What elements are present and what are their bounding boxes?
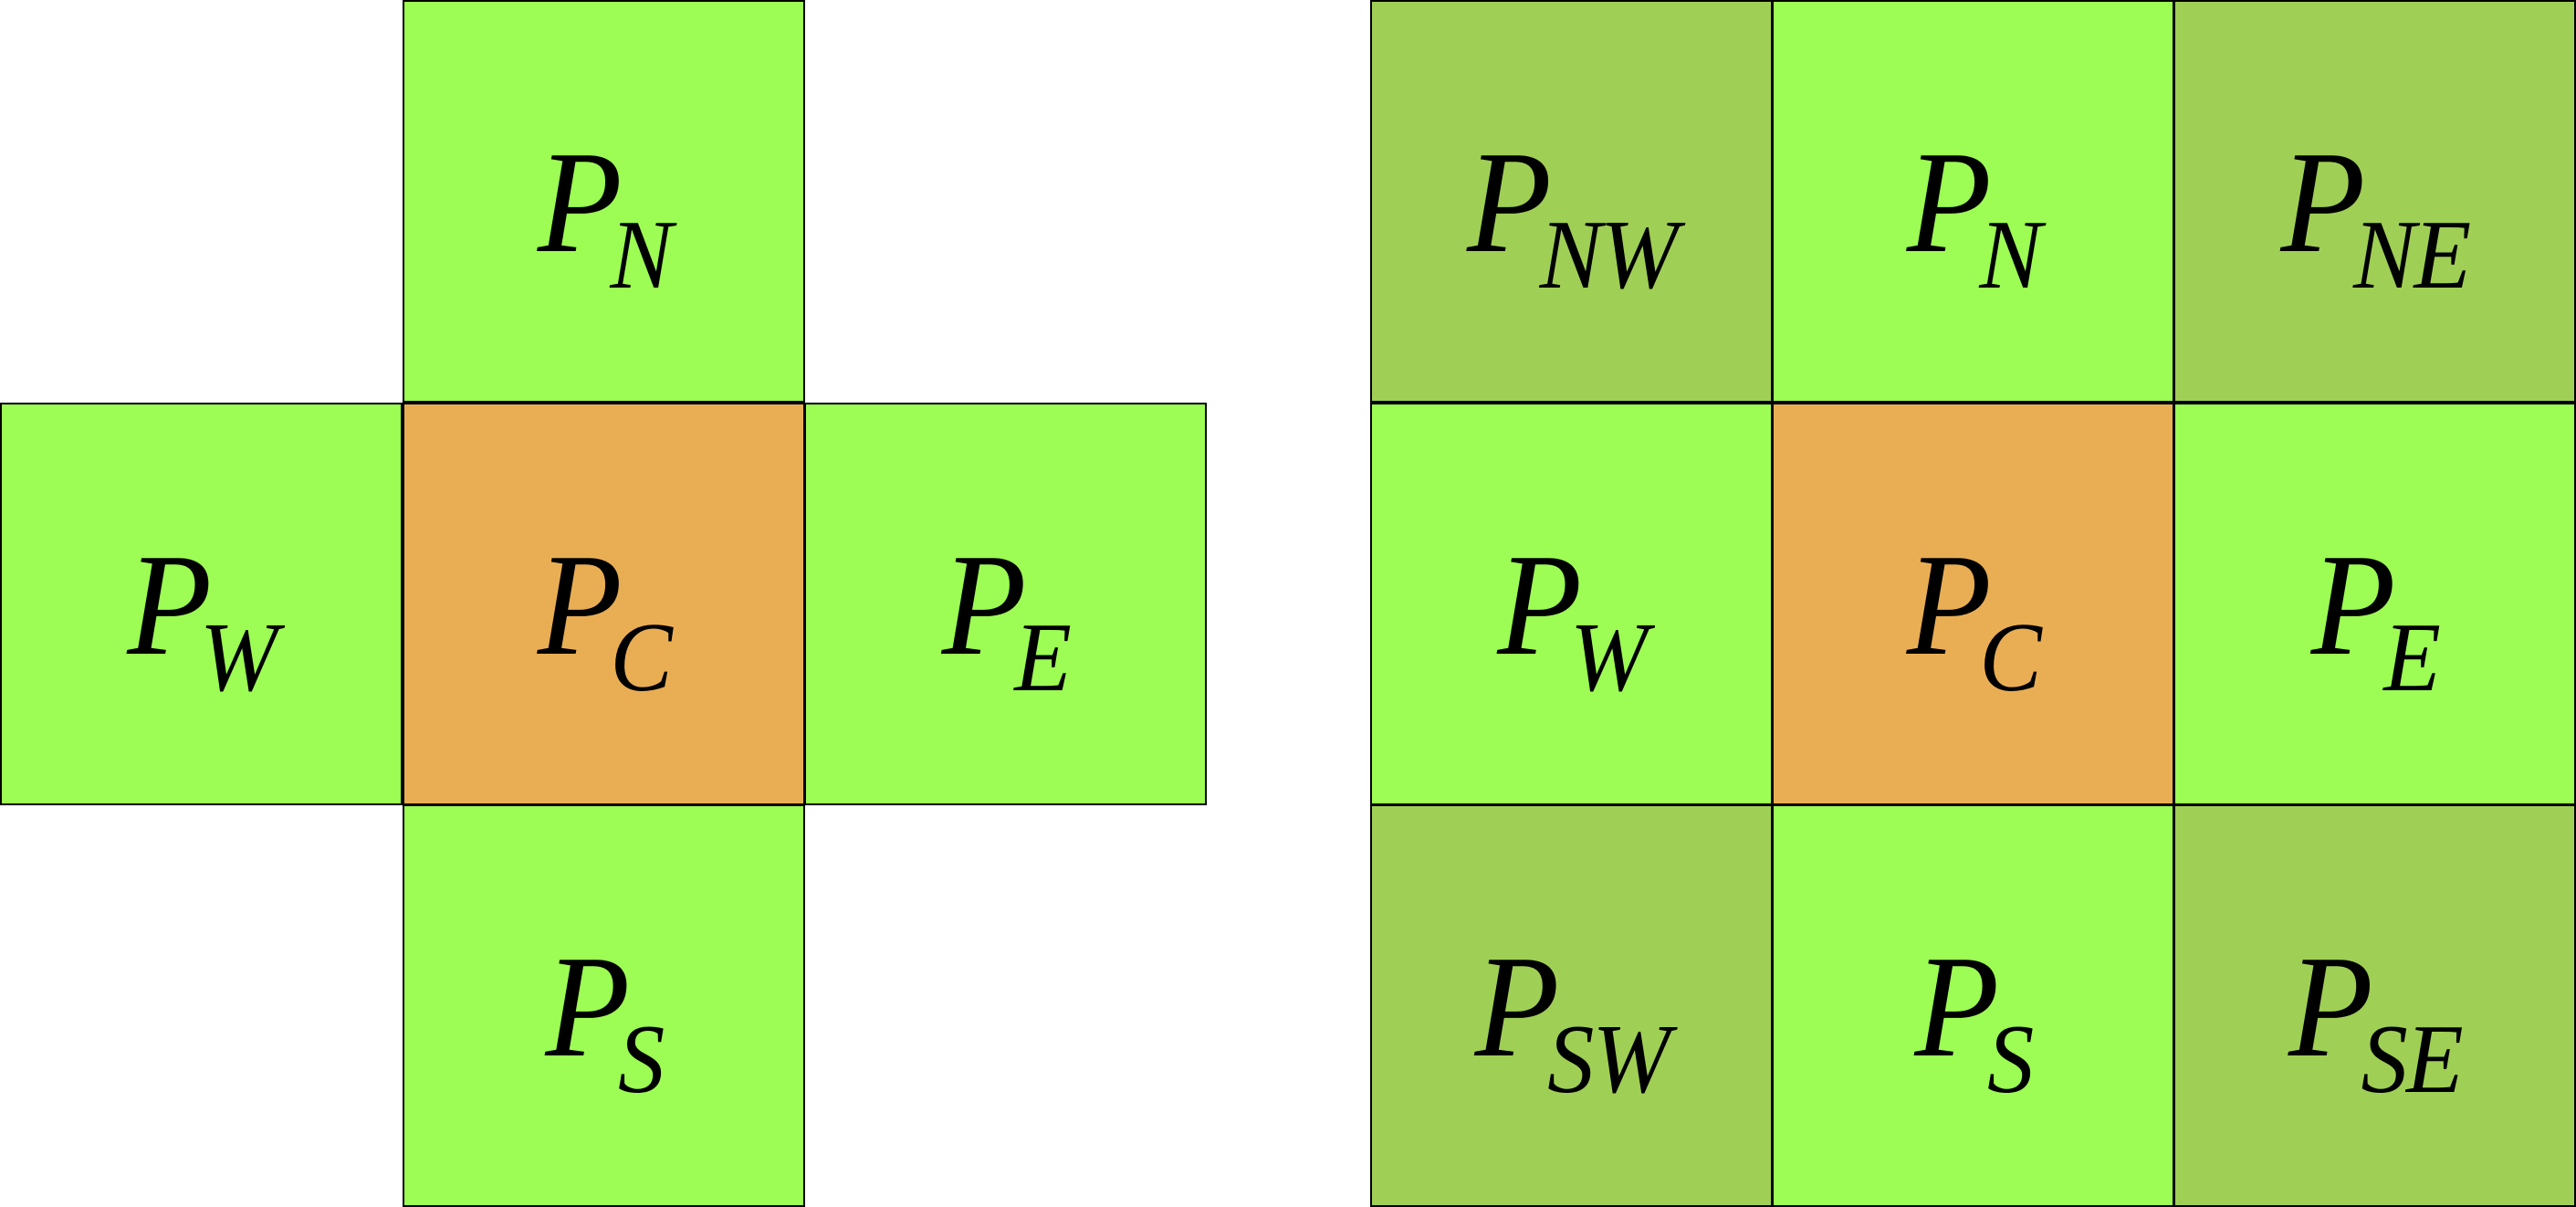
right-label-west: PW [1496,522,1648,712]
right-label-northeast: PNE [2280,120,2471,310]
right-cell-east: PE [2173,403,2576,805]
right-label-center: PC [1906,522,2041,712]
left-cell-west: PW [0,403,403,805]
left-cell-center: PC [403,403,805,805]
right-cell-southeast: PSE [2173,804,2576,1207]
left-label-west: PW [126,522,277,712]
right-cell-south: PS [1772,804,2174,1207]
left-label-east: PE [941,522,1071,712]
right-label-southwest: PSW [1474,924,1670,1114]
right-label-north: PN [1906,120,2041,310]
right-label-southeast: PSE [2288,924,2464,1114]
right-label-northwest: PNW [1466,120,1679,310]
left-cell-north: PN [403,0,805,403]
right-cell-west: PW [1370,403,1773,805]
right-cell-north: PN [1772,0,2174,403]
right-cell-center: PC [1772,403,2174,805]
right-cell-northeast: PNE [2173,0,2576,403]
left-cell-east: PE [804,403,1207,805]
right-label-east: PE [2310,522,2440,712]
left-label-north: PN [537,120,672,310]
right-label-south: PS [1914,924,2034,1114]
left-cell-south: PS [403,804,805,1207]
left-label-south: PS [545,924,665,1114]
left-label-center: PC [537,522,672,712]
right-cell-southwest: PSW [1370,804,1773,1207]
right-cell-northwest: PNW [1370,0,1773,403]
